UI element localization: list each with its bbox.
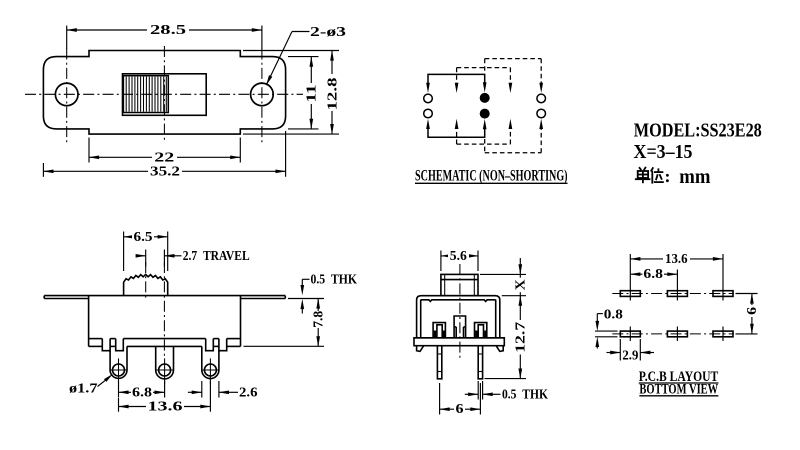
svg-text:22: 22: [154, 150, 174, 165]
svg-text:6: 6: [456, 402, 464, 417]
svg-text:2.7 TRAVEL: 2.7 TRAVEL: [183, 249, 250, 264]
svg-text:2-ø3: 2-ø3: [310, 25, 346, 40]
svg-text:7.8: 7.8: [311, 311, 326, 328]
svg-text:SCHEMATIC (NON–SHORTING): SCHEMATIC (NON–SHORTING): [415, 168, 568, 185]
svg-text:13.6: 13.6: [665, 252, 688, 267]
svg-text:6.8: 6.8: [132, 386, 152, 401]
svg-text:2.9: 2.9: [622, 349, 638, 364]
svg-text:12.7: 12.7: [513, 322, 528, 353]
svg-text:MODEL:SS23E28: MODEL:SS23E28: [634, 119, 762, 141]
svg-text:5.6: 5.6: [450, 249, 467, 264]
svg-text:P.C.B LAYOUT: P.C.B LAYOUT: [639, 369, 719, 385]
svg-text:28.5: 28.5: [150, 23, 186, 38]
svg-text:0.5 THK: 0.5 THK: [311, 273, 358, 288]
svg-text:6.5: 6.5: [134, 230, 153, 245]
svg-text:0.8: 0.8: [604, 308, 623, 323]
svg-text:6: 6: [745, 307, 760, 315]
svg-text:0.5 THK: 0.5 THK: [502, 388, 548, 403]
svg-text:X=3–15: X=3–15: [634, 141, 693, 163]
svg-text:2.6: 2.6: [239, 386, 258, 401]
svg-text:ø1.7: ø1.7: [69, 382, 98, 397]
svg-text:6.8: 6.8: [643, 267, 663, 282]
svg-text:BOTTOM VIEW: BOTTOM VIEW: [639, 382, 718, 398]
svg-text:35.2: 35.2: [150, 164, 180, 179]
svg-text:12.8: 12.8: [325, 78, 340, 111]
svg-text:13.6: 13.6: [148, 400, 183, 415]
svg-text:mm: mm: [679, 164, 711, 188]
svg-text:11: 11: [305, 85, 320, 103]
svg-text:X: X: [513, 279, 528, 290]
